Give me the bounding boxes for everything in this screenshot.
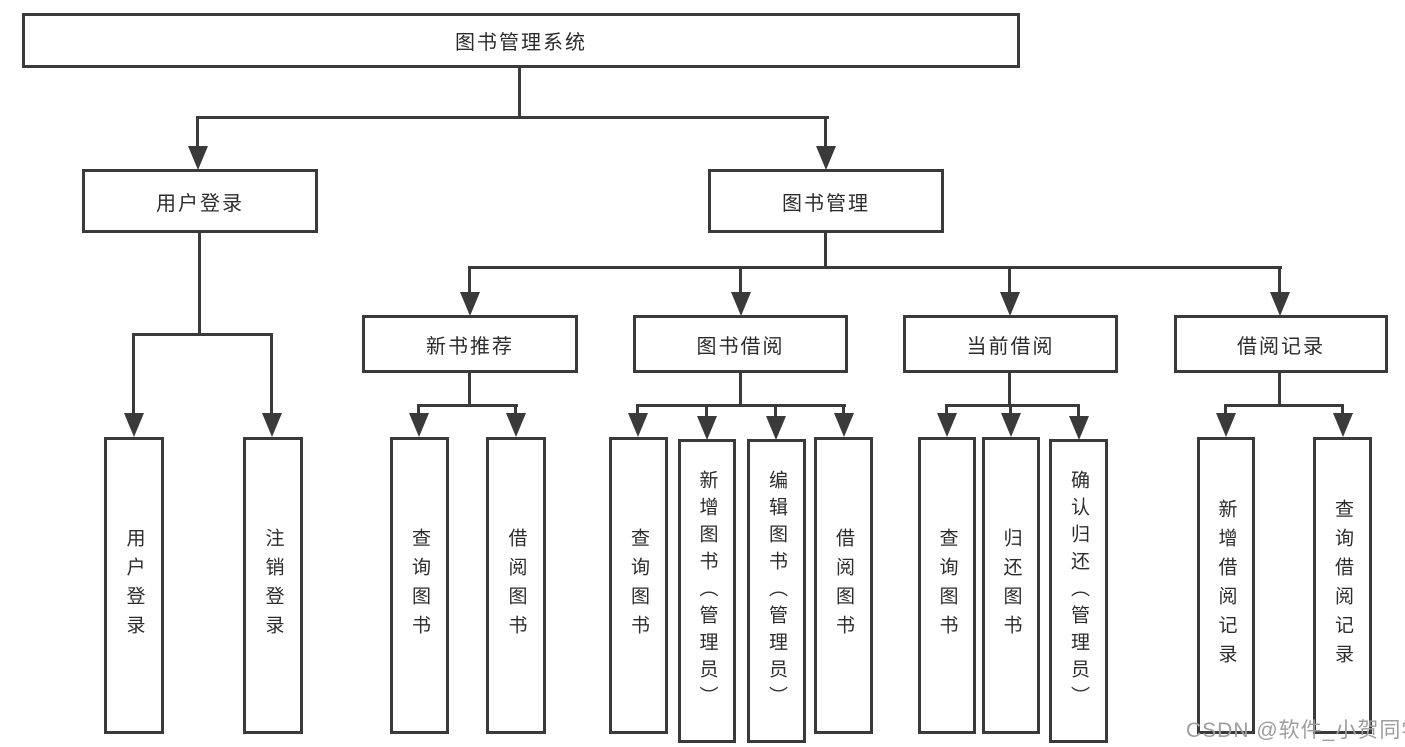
node-borrow-records-label: 借阅记录	[1237, 335, 1325, 358]
edge-line	[1008, 371, 1011, 406]
leaf-query-book-current: 查询图书	[918, 437, 976, 734]
edge-arrow	[816, 146, 836, 170]
edge-arrow	[1270, 292, 1290, 316]
leaf-edit-book-admin: 编辑图书（管理员）	[747, 439, 806, 743]
edge-line	[514, 404, 517, 416]
edge-arrow	[124, 413, 144, 437]
node-new-book-recommend-label: 新书推荐	[426, 335, 514, 358]
leaf-confirm-return-admin: 确认归还（管理员）	[1049, 439, 1108, 743]
edge-arrow	[937, 413, 957, 437]
leaf-user-login: 用户登录	[104, 437, 164, 734]
edge-line	[739, 371, 742, 406]
edge-arrow	[1216, 413, 1236, 437]
edge-line	[705, 404, 708, 418]
edge-line	[132, 333, 273, 336]
node-borrow-records: 借阅记录	[1174, 315, 1388, 373]
leaf-add-borrow-record-label: 新增借阅记录	[1215, 498, 1237, 673]
edge-line	[824, 116, 827, 148]
node-library-system-label: 图书管理系统	[455, 32, 587, 54]
leaf-logout-label: 注销登录	[262, 527, 284, 644]
node-current-borrowing: 当前借阅	[903, 315, 1118, 373]
leaf-confirm-return-admin-label: 确认归还（管理员）	[1068, 469, 1089, 713]
leaf-query-book-borrowing-label: 查询图书	[628, 527, 649, 644]
edge-line	[1278, 266, 1281, 294]
edge-arrow	[409, 413, 429, 437]
edge-line	[132, 333, 135, 415]
csdn-watermark: CSDN @软件_小贺同学	[1186, 719, 1405, 742]
edge-line	[198, 230, 201, 335]
edge-line	[824, 230, 827, 269]
leaf-return-book-label: 归还图书	[1000, 527, 1022, 644]
node-book-borrowing: 图书借阅	[633, 315, 848, 373]
edge-arrow	[1333, 413, 1353, 437]
edge-arrow	[697, 416, 717, 440]
edge-arrow	[460, 292, 480, 316]
edge-line	[468, 266, 471, 294]
edge-line	[636, 404, 846, 407]
leaf-query-borrow-record-label: 查询借阅记录	[1332, 498, 1353, 673]
leaf-add-borrow-record: 新增借阅记录	[1197, 437, 1255, 734]
leaf-return-book: 归还图书	[982, 437, 1040, 734]
edge-arrow	[1001, 413, 1021, 437]
edge-line	[739, 266, 742, 294]
edge-line	[197, 116, 829, 119]
edge-arrow	[188, 146, 208, 170]
edge-line	[270, 333, 273, 415]
edge-arrow	[834, 413, 854, 437]
edge-line	[468, 266, 1282, 269]
leaf-edit-book-admin-label: 编辑图书（管理员）	[766, 469, 787, 713]
edge-arrow	[1069, 416, 1089, 440]
node-new-book-recommend: 新书推荐	[362, 315, 578, 373]
leaf-query-book-borrowing: 查询图书	[609, 437, 668, 734]
node-library-system: 图书管理系统	[22, 13, 1020, 68]
edge-line	[842, 404, 845, 416]
edge-line	[468, 371, 471, 406]
edge-line	[945, 404, 948, 416]
edge-line	[196, 116, 199, 148]
node-user-login-label: 用户登录	[156, 192, 244, 215]
edge-line	[1224, 404, 1227, 416]
leaf-logout: 注销登录	[243, 437, 303, 734]
node-book-management: 图书管理	[708, 169, 944, 233]
edge-arrow	[731, 292, 751, 316]
edge-line	[1341, 404, 1344, 416]
edge-line	[1278, 371, 1281, 406]
edge-line	[636, 404, 639, 416]
edge-arrow	[766, 416, 786, 440]
leaf-add-book-admin: 新增图书（管理员）	[678, 439, 736, 743]
leaf-add-book-admin-label: 新增图书（管理员）	[696, 469, 718, 713]
edge-line	[518, 66, 521, 118]
leaf-borrow-book-label: 借阅图书	[833, 527, 854, 644]
leaf-user-login-label: 用户登录	[123, 527, 145, 644]
edge-line	[774, 404, 777, 418]
node-book-management-label: 图书管理	[782, 192, 870, 215]
edge-line	[1077, 404, 1080, 418]
edge-arrow	[628, 413, 648, 437]
leaf-borrow-book: 借阅图书	[814, 437, 873, 734]
edge-arrow	[1000, 292, 1020, 316]
leaf-query-book-recommend: 查询图书	[390, 437, 449, 734]
edge-line	[1224, 404, 1344, 407]
leaf-borrow-book-recommend-label: 借阅图书	[505, 527, 527, 644]
edge-line	[1009, 404, 1012, 416]
edge-line	[945, 404, 1080, 407]
edge-line	[1008, 266, 1011, 294]
edge-arrow	[506, 413, 526, 437]
leaf-borrow-book-recommend: 借阅图书	[486, 437, 546, 734]
node-user-login: 用户登录	[82, 169, 318, 233]
edge-line	[417, 404, 420, 416]
edge-arrow	[262, 413, 282, 437]
node-book-borrowing-label: 图书借阅	[696, 335, 785, 358]
leaf-query-borrow-record: 查询借阅记录	[1313, 437, 1372, 734]
edge-line	[417, 404, 518, 407]
leaf-query-book-recommend-label: 查询图书	[409, 527, 430, 644]
node-current-borrowing-label: 当前借阅	[966, 335, 1055, 358]
leaf-query-book-current-label: 查询图书	[936, 527, 958, 644]
